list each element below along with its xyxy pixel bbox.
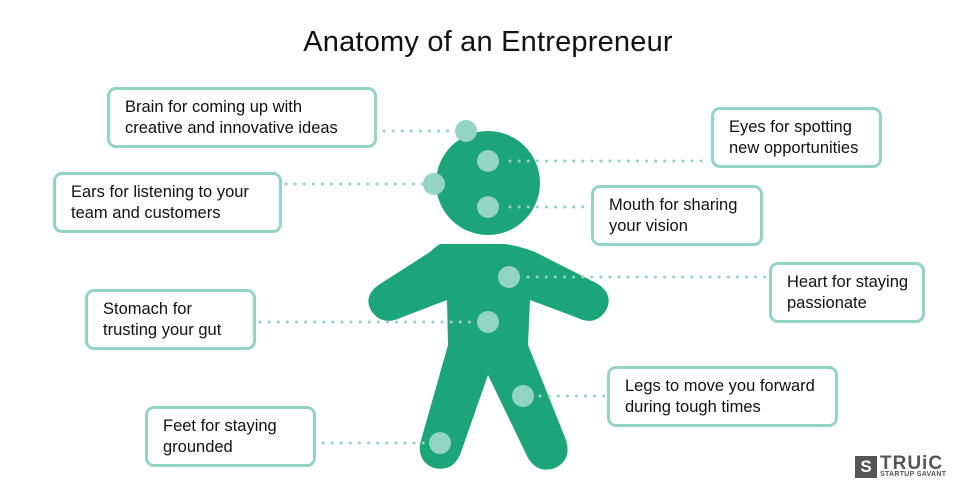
brain-dot [455, 120, 477, 142]
stomach-dot [477, 311, 499, 333]
logo-mark: S [855, 456, 877, 478]
label-legs: Legs to move you forward during tough ti… [607, 366, 838, 427]
logo-name: TRUiC [880, 453, 944, 474]
heart-dot [498, 266, 520, 288]
legs-dot [512, 385, 534, 407]
label-stomach: Stomach for trusting your gut [85, 289, 256, 350]
logo-tagline: STARTUP SAVANT [880, 471, 947, 478]
mouth-dot [477, 196, 499, 218]
label-eyes: Eyes for spotting new opportunities [711, 107, 882, 168]
body-part-dots [423, 120, 534, 454]
connector-lines [258, 129, 770, 445]
label-brain: Brain for coming up with creative and in… [107, 87, 377, 148]
feet-dot [429, 432, 451, 454]
truic-logo: S TRUiC STARTUP SAVANT [855, 453, 947, 482]
label-ears: Ears for listening to your team and cust… [53, 172, 282, 233]
page-title: Anatomy of an Entrepreneur [303, 26, 673, 58]
label-feet: Feet for staying grounded [145, 406, 316, 467]
label-heart: Heart for staying passionate [769, 262, 925, 323]
ears-dot [423, 173, 445, 195]
eyes-dot [477, 150, 499, 172]
label-mouth: Mouth for sharing your vision [591, 185, 763, 246]
head-shape [436, 131, 540, 235]
torso-shape [368, 244, 609, 470]
